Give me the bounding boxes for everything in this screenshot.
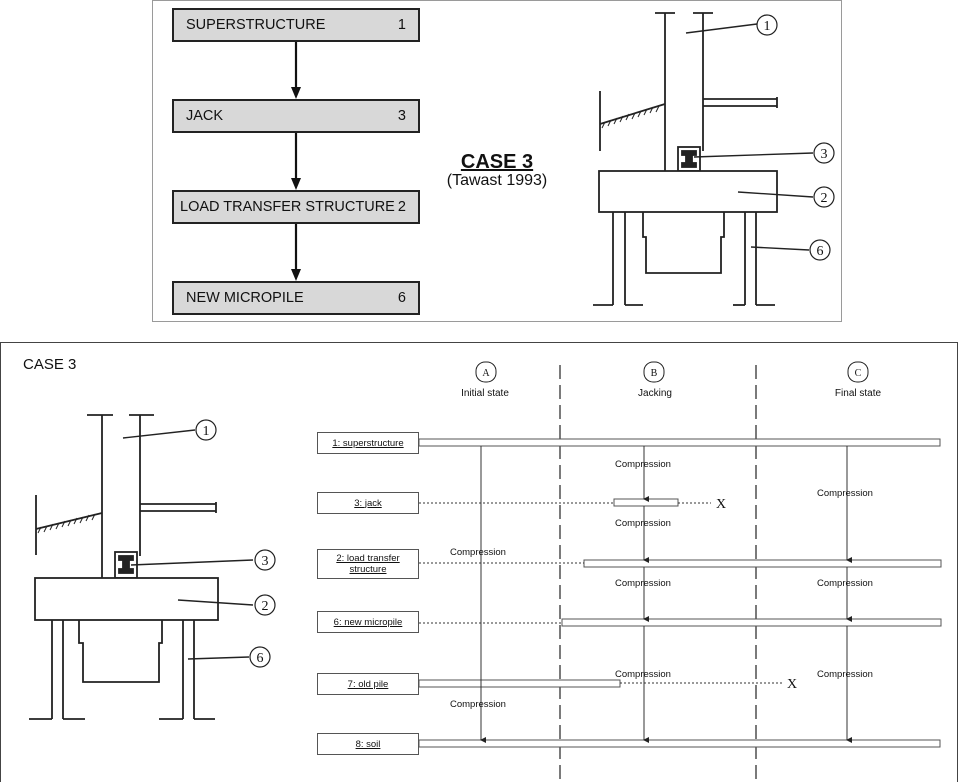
stage-letter: C — [855, 368, 862, 379]
stage-marker-b — [643, 361, 665, 383]
case-citation: (Tawast 1993) — [446, 172, 548, 189]
callout-circle — [249, 646, 271, 668]
force-label: Compression — [817, 488, 873, 499]
element-box-superstructure: 1: superstructure — [317, 432, 419, 454]
callout-circle — [195, 419, 217, 441]
stage-marker-a — [475, 361, 497, 383]
stage-label-jacking: Jacking — [638, 388, 672, 399]
element-box-new-micropile: 6: new micropile — [317, 611, 419, 633]
element-box-soil: 8: soil — [317, 733, 419, 755]
flow-box-number: 3 — [397, 108, 406, 124]
flow-box-superstructure: SUPERSTRUCTURE 1 — [172, 8, 420, 42]
callout-number: 2 — [262, 599, 269, 614]
force-label: Compression — [615, 669, 671, 680]
stage-marker-c — [847, 361, 869, 383]
flow-box-load-transfer-structure: LOAD TRANSFER STRUCTURE 2 — [172, 190, 420, 224]
force-label: Compression — [450, 699, 506, 710]
callout-circle — [254, 594, 276, 616]
jack-bar — [613, 498, 679, 507]
case-title: CASE 3 — [460, 151, 534, 173]
load-transfer-bar — [583, 559, 942, 568]
stage-letter: A — [482, 368, 490, 379]
stage-label-initial: Initial state — [461, 388, 509, 399]
force-label: Compression — [615, 459, 671, 470]
flow-box-number: 6 — [397, 290, 406, 306]
element-box-old-pile: 7: old pile — [317, 673, 419, 695]
force-label: Compression — [817, 578, 873, 589]
callout-number: 3 — [821, 147, 828, 162]
force-label: Compression — [615, 578, 671, 589]
callout-circle — [756, 14, 778, 36]
top-figure-panel: SUPERSTRUCTURE 1 JACK 3 LOAD TRANSFER ST… — [152, 0, 842, 322]
force-label: Compression — [817, 669, 873, 680]
callout-number: 2 — [821, 191, 828, 206]
element-box-load-transfer-structure: 2: load transfer structure — [317, 549, 419, 579]
superstructure-bar — [418, 438, 941, 447]
flow-box-jack: JACK 3 — [172, 99, 420, 133]
bottom-figure-panel: CASE 3 — [0, 342, 958, 783]
flow-box-label: LOAD TRANSFER STRUCTURE — [180, 199, 395, 215]
callout-circle — [813, 142, 835, 164]
callout-number: 3 — [262, 554, 269, 569]
stage-label-final: Final state — [834, 388, 882, 399]
old-pile-bar — [418, 679, 621, 688]
flow-arrows — [291, 42, 301, 281]
callout-circle — [254, 549, 276, 571]
soil-bar — [418, 739, 941, 748]
flow-box-new-micropile: NEW MICROPILE 6 — [172, 281, 420, 315]
callout-number: 1 — [764, 19, 771, 34]
structure-sketch-bottom: 1 3 2 6 — [29, 414, 276, 720]
flow-box-number: 1 — [397, 17, 406, 33]
flow-box-label: NEW MICROPILE — [186, 290, 304, 306]
new-micropile-bar — [561, 618, 942, 627]
flow-box-label: JACK — [186, 108, 224, 124]
load-path-diagram: A B C — [418, 361, 942, 783]
flow-box-label: SUPERSTRUCTURE — [186, 17, 326, 33]
stage-letter: B — [651, 368, 658, 379]
callout-number: 6 — [257, 651, 264, 666]
flow-box-number: 2 — [397, 199, 406, 215]
element-box-jack: 3: jack — [317, 492, 419, 514]
structure-sketch-top: 1 3 2 6 — [593, 12, 835, 306]
callout-number: 1 — [203, 424, 210, 439]
force-label: Compression — [615, 518, 671, 529]
callout-circle — [813, 186, 835, 208]
callout-number: 6 — [817, 244, 824, 259]
removed-marker: X — [716, 497, 726, 512]
panel-title: CASE 3 — [23, 356, 77, 373]
force-label: Compression — [450, 547, 506, 558]
callout-circle — [809, 239, 831, 261]
removed-marker: X — [787, 677, 797, 692]
